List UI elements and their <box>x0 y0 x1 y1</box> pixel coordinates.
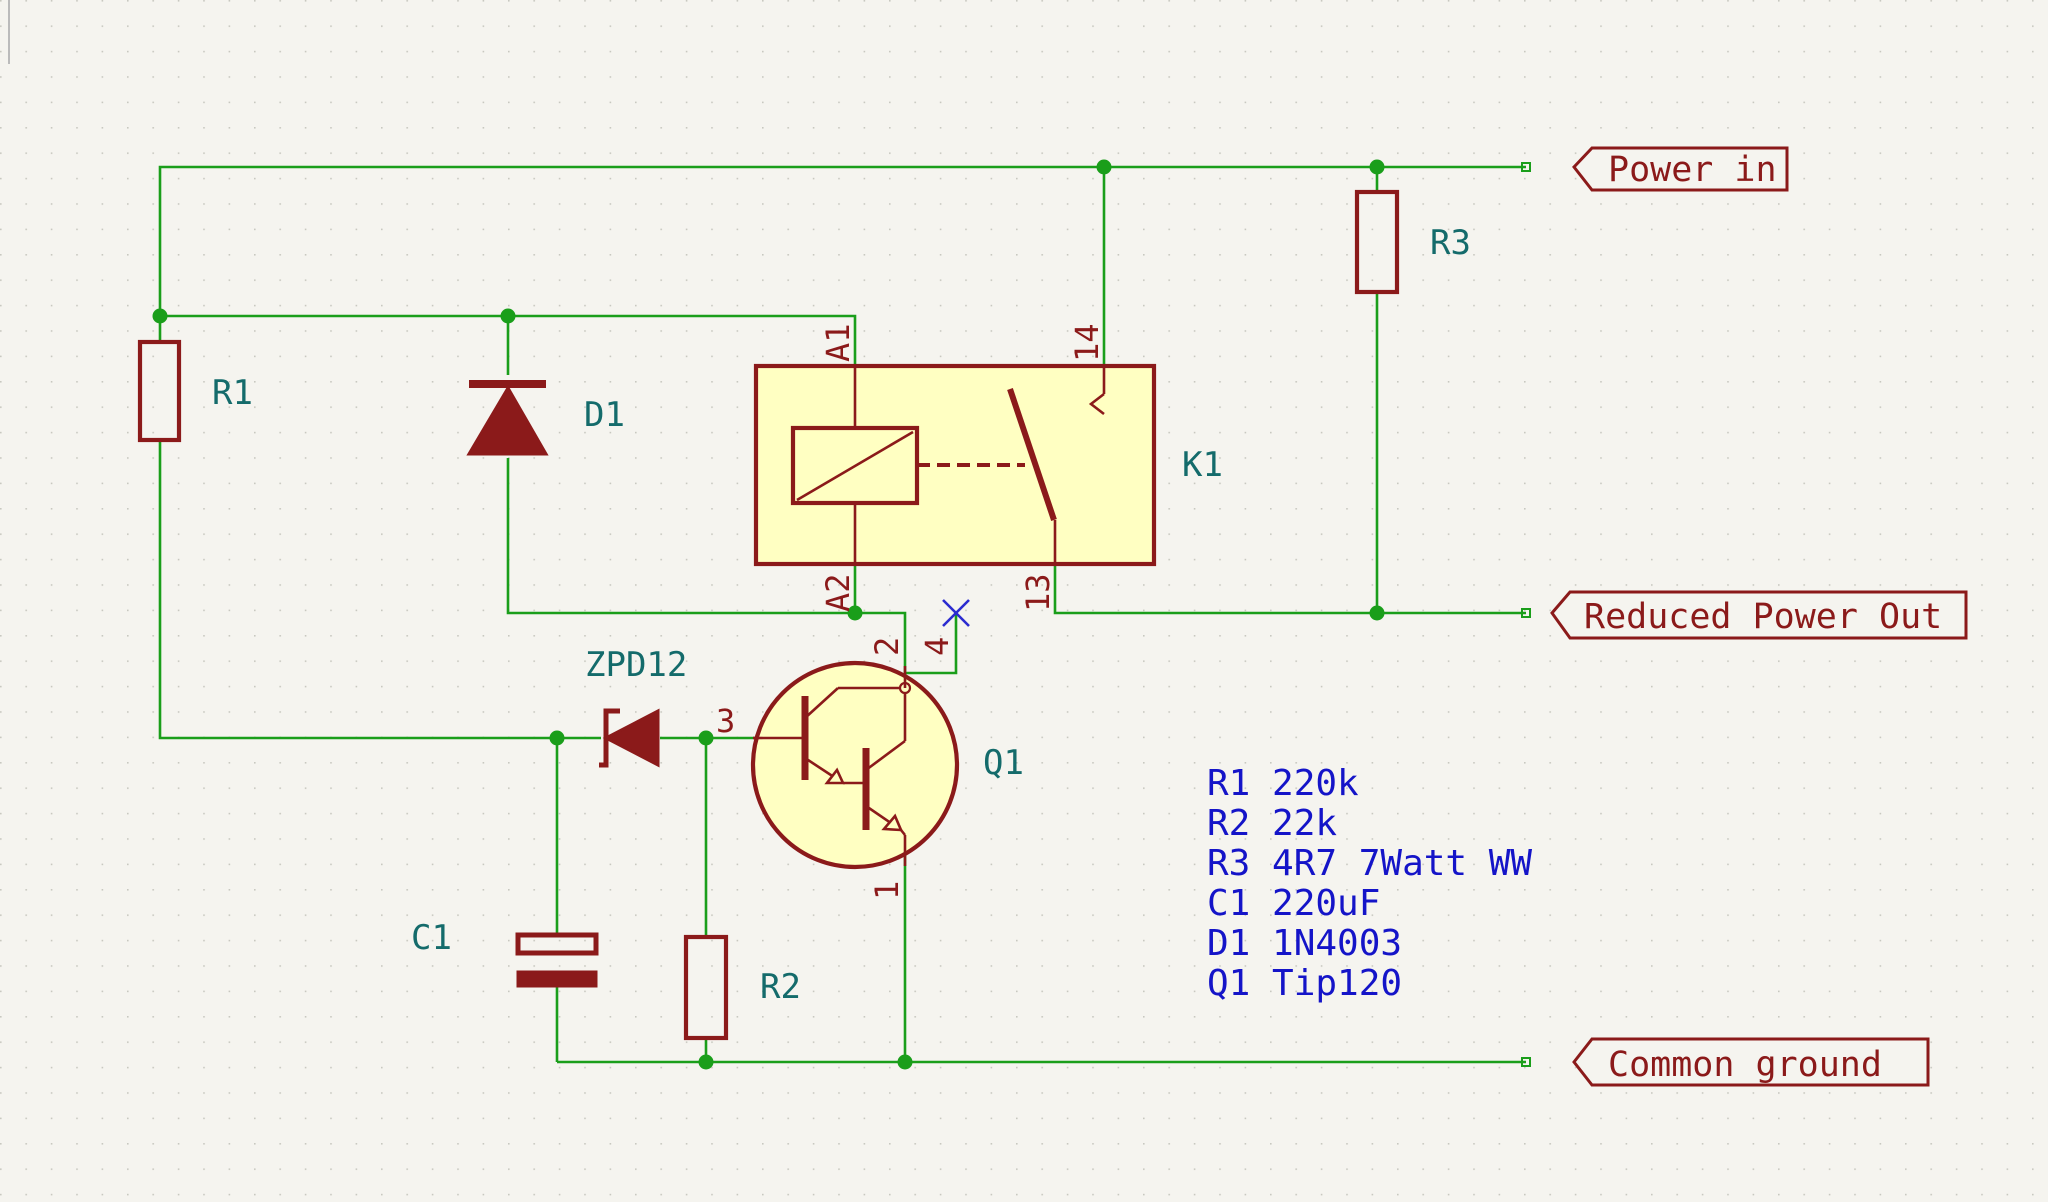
terminals <box>1521 162 1531 1067</box>
q1-pin-4: 4 <box>918 637 956 656</box>
zener-diode[interactable]: ZPD12 <box>585 645 687 768</box>
r1-ref: R1 <box>212 373 253 413</box>
note-line: C1 220uF <box>1207 883 1380 924</box>
junction <box>698 730 714 746</box>
wire-a2-q1-collector <box>855 611 907 687</box>
label-reduced-power-out-text: Reduced Power Out <box>1584 597 1942 637</box>
c1-plate-bottom <box>516 970 598 988</box>
label-common-ground-text: Common ground <box>1608 1045 1882 1085</box>
wire-q1-pin4 <box>905 613 958 675</box>
c1-ref: C1 <box>411 918 452 958</box>
junction <box>549 730 565 746</box>
k1-body <box>753 363 1157 567</box>
k1-pin-a2: A2 <box>819 573 857 612</box>
k1-pin-a1: A1 <box>819 323 857 362</box>
q1-ref: Q1 <box>983 743 1024 783</box>
resistor-r2[interactable]: R2 <box>683 934 801 1041</box>
resistor-r1[interactable]: R1 <box>137 339 253 443</box>
label-common-ground[interactable]: Common ground <box>1572 1037 1930 1087</box>
r2-ref: R2 <box>760 967 801 1007</box>
note-line: D1 1N4003 <box>1207 923 1402 964</box>
junction <box>500 308 516 324</box>
wire-d1-a2 <box>506 458 857 615</box>
junctions <box>152 159 1385 1070</box>
transistor-q1[interactable]: 2 4 1 3 Q1 <box>716 637 1024 900</box>
q1-body <box>750 660 960 870</box>
wire-power-rail <box>158 165 1526 344</box>
c1-plate-top <box>515 932 599 956</box>
junction <box>698 1054 714 1070</box>
wire-a1-rail <box>160 314 857 365</box>
note-line: R3 4R7 7Watt WW <box>1207 843 1532 884</box>
junction <box>152 308 168 324</box>
junction <box>1369 605 1385 621</box>
junction <box>1096 159 1112 175</box>
q1-pin-1: 1 <box>868 881 906 900</box>
diode-d1[interactable]: D1 <box>466 380 625 456</box>
k1-pin-14: 14 <box>1068 323 1106 362</box>
k1-pin-13: 13 <box>1019 573 1057 612</box>
wire-k1-pin13 <box>1053 565 1526 615</box>
label-power-in-text: Power in <box>1608 150 1777 190</box>
zener-ref: ZPD12 <box>585 645 687 685</box>
note-line: Q1 Tip120 <box>1207 963 1402 1004</box>
d1-triangle <box>466 385 549 456</box>
note-line: R1 220k <box>1207 763 1359 804</box>
junction <box>847 605 863 621</box>
resistor-r3[interactable]: R3 <box>1354 189 1471 295</box>
q1-pin-2: 2 <box>868 637 906 656</box>
note-line: R2 22k <box>1207 803 1337 844</box>
junction <box>897 1054 913 1070</box>
relay-k1[interactable]: A1 A2 14 13 K1 <box>753 323 1223 612</box>
d1-ref: D1 <box>584 395 625 435</box>
component-values-note: R1 220k R2 22k R3 4R7 7Watt WW C1 220uF … <box>1207 763 1532 1004</box>
wire-r1-zener <box>158 440 601 740</box>
junction <box>1369 159 1385 175</box>
r3-ref: R3 <box>1430 223 1471 263</box>
q1-pin-3: 3 <box>716 702 735 740</box>
zener-triangle <box>602 708 660 768</box>
wires <box>158 165 1526 1064</box>
no-connect-marker <box>942 599 970 627</box>
capacitor-c1[interactable]: C1 <box>411 918 599 988</box>
label-reduced-power-out[interactable]: Reduced Power Out <box>1550 590 1968 640</box>
k1-ref: K1 <box>1182 445 1223 485</box>
label-power-in[interactable]: Power in <box>1572 146 1789 192</box>
k1-switch <box>1007 388 1057 521</box>
